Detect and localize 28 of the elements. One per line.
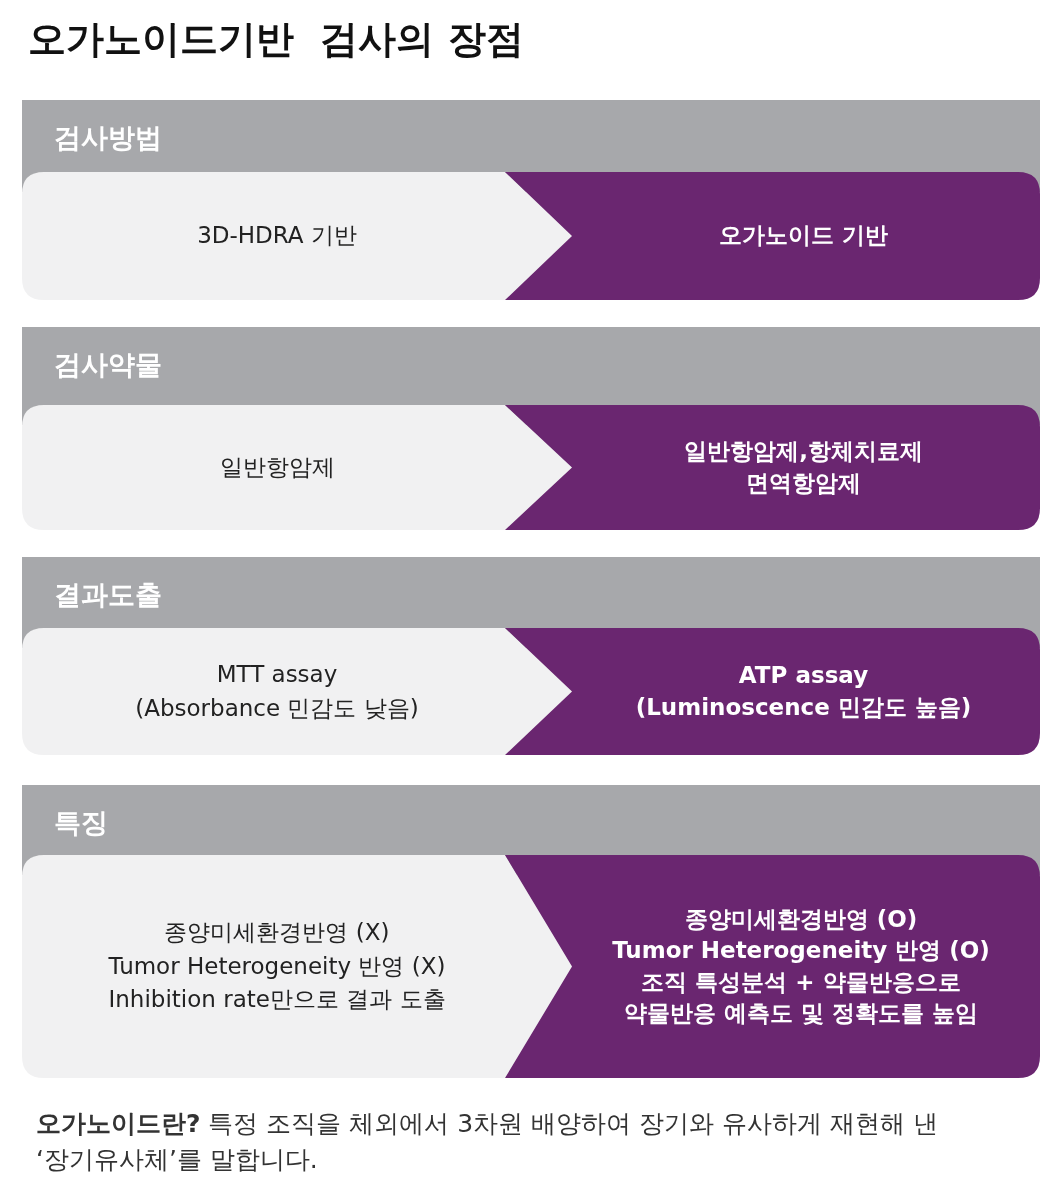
box-text: 종양미세환경반영 (X) (164, 918, 390, 948)
heading-text: 특징 (54, 806, 108, 840)
box-text: Tumor Heterogeneity 반영 (O) (612, 936, 990, 966)
heading-text: 검사약물 (54, 348, 162, 382)
box-text: MTT assay (216, 660, 338, 690)
highlight-box (505, 405, 1040, 530)
title: 오가노이드기반 검사의 장점 (28, 16, 524, 63)
box-text: 3D-HDRA 기반 (197, 221, 357, 251)
box-text: (Absorbance 민감도 낮음) (135, 693, 419, 723)
box-text: (Luminoscence 민감도 높음) (635, 692, 972, 722)
box-text: Tumor Heterogeneity 반영 (X) (108, 951, 446, 981)
box-text: 종양미세환경반영 (O) (684, 905, 918, 935)
option-box (22, 172, 572, 300)
box-text: Inhibition rate만으로 결과 도출 (108, 985, 446, 1015)
highlight-box (505, 172, 1040, 300)
caption-text: 오가노이드란? 특정 조직을 체외에서 3차원 배양하여 장기와 유사하게 재현해 낸 ‘장기유사체’를 말합니다. (36, 1108, 939, 1177)
heading-text: 결과도출 (54, 578, 162, 612)
highlight-box (505, 855, 1040, 1078)
option-box (22, 628, 572, 755)
box-text: 일반항암제,항체치료제 면역항암제 (683, 437, 924, 498)
box-text: ATP assay (738, 661, 869, 691)
box-text: 조직 특성분석 + 약물반응으로 약물반응 예측도 및 정확도를 높임 (623, 967, 979, 1028)
highlight-box (505, 628, 1040, 755)
box-text: 오가노이드 기반 (719, 221, 888, 251)
option-box (22, 855, 572, 1078)
box-text: 일반항암제 (219, 452, 335, 482)
heading-text: 검사방법 (54, 121, 162, 155)
option-box (22, 405, 572, 530)
